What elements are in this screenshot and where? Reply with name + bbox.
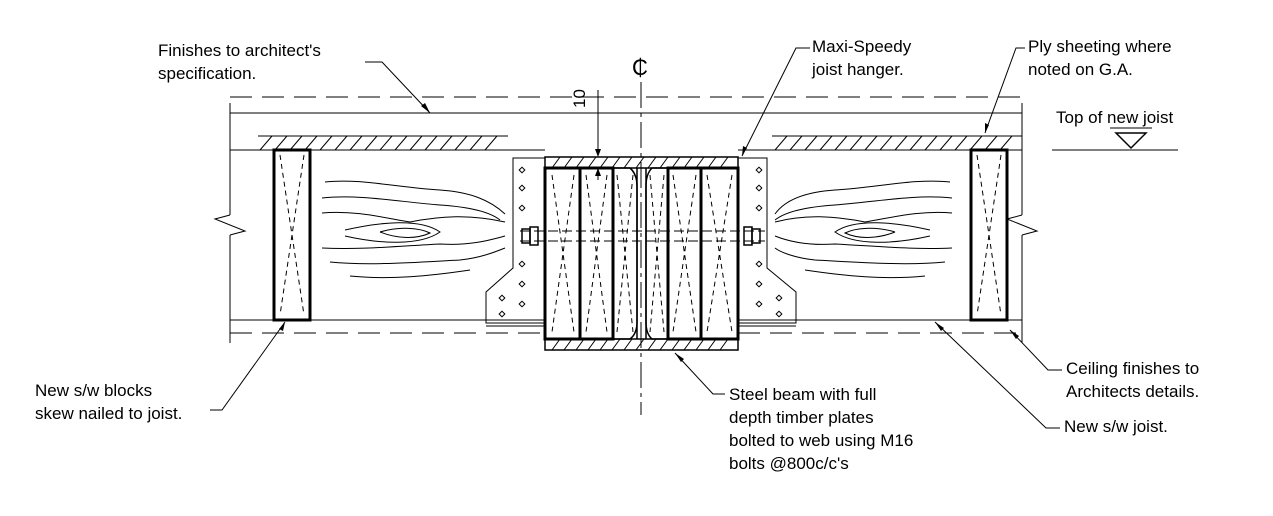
dimension-label: 10	[570, 89, 589, 108]
ply-sheeting-left	[258, 135, 508, 151]
sw-block-left	[272, 148, 312, 322]
finishes-label-2: specification.	[158, 64, 256, 83]
ply-label-2: noted on G.A.	[1028, 60, 1133, 79]
blocks-label-2: skew nailed to joist.	[35, 404, 182, 423]
joist-outline	[213, 96, 1039, 343]
beam-label-4: bolts @800c/c's	[729, 454, 849, 473]
top-of-joist-marker	[1052, 127, 1178, 151]
timber-plates	[543, 166, 740, 341]
joist-label: New s/w joist.	[1064, 417, 1168, 436]
leader-lines	[210, 47, 1062, 429]
maxi-label-1: Maxi-Speedy	[812, 37, 912, 56]
beam-label-2: depth timber plates	[729, 408, 874, 427]
finishes-label-1: Finishes to architect's	[158, 41, 321, 60]
centerline-symbol: ₵	[632, 55, 648, 80]
top-of-joist-label: Top of new joist	[1056, 108, 1173, 127]
blocks-label-1: New s/w blocks	[35, 381, 152, 400]
maxi-label-2: joist hanger.	[811, 60, 904, 79]
beam-label-3: bolted to web using M16	[729, 431, 913, 450]
ply-sheeting-right	[772, 135, 1022, 151]
beam-label-1: Steel beam with full	[729, 385, 876, 404]
sw-block-right	[969, 148, 1009, 322]
timber-grain-right	[774, 180, 953, 279]
ceiling-label-1: Ceiling finishes to	[1066, 359, 1199, 378]
joist-hanger-left	[485, 157, 545, 327]
joist-hanger-right	[738, 157, 797, 327]
dimension-10	[590, 90, 610, 180]
ply-label-1: Ply sheeting where	[1028, 37, 1172, 56]
m16-bolt	[520, 226, 765, 246]
ceiling-label-2: Architects details.	[1066, 382, 1199, 401]
timber-grain-left	[321, 180, 506, 279]
